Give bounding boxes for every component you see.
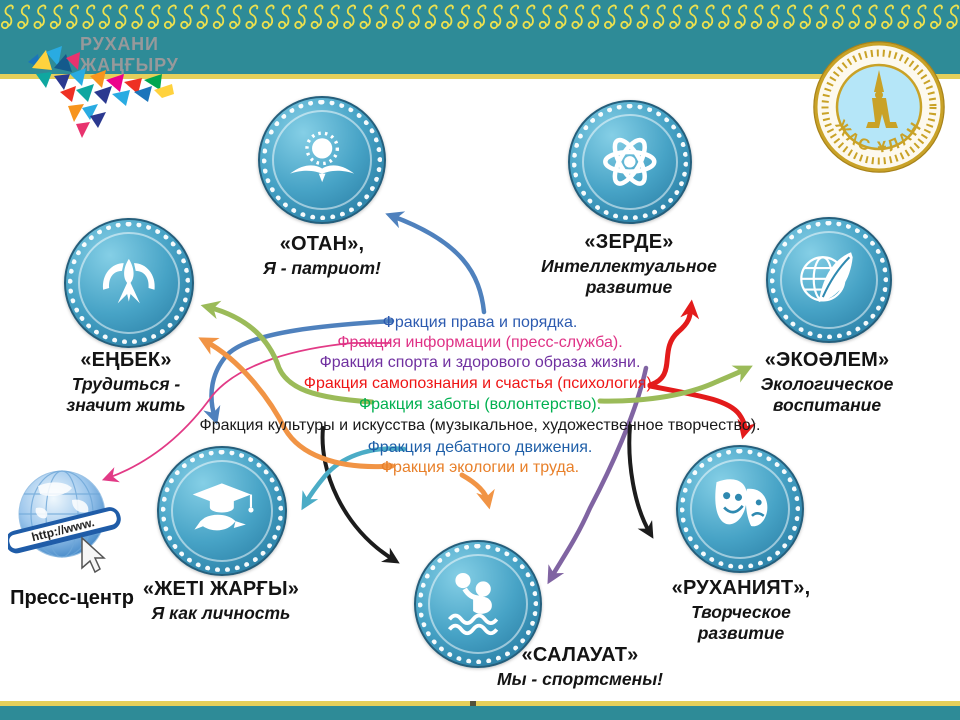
club-motto: Я - патриот! (263, 258, 381, 278)
club-name: «ОТАН», (279, 233, 365, 255)
brand-logo: РУХАНИ ЖАҢҒЫРУ (80, 34, 179, 75)
fraction-sport: Фракция спорта и здорового образа жизни. (319, 354, 641, 371)
brand-line2: ЖАҢҒЫРУ (80, 54, 179, 75)
club-name: «ЗЕРДЕ» (584, 231, 674, 253)
club-motto: Экологическое воспитание (760, 374, 894, 415)
fraction-culture-art: Фракция культуры и искусства (музыкально… (199, 417, 761, 434)
ekoalem-label: «ЭКОӘЛЕМ» Экологическое воспитание (731, 349, 923, 415)
gold-divider-top (0, 74, 960, 79)
club-name: «ЭКОӘЛЕМ» (764, 349, 890, 371)
hands-dove-icon (103, 259, 155, 304)
footer-notch (470, 701, 476, 706)
fraction-ecology-labor: Фракция экологии и труда. (380, 459, 580, 476)
arrow-ecology-down (459, 472, 495, 510)
footer-band (0, 706, 960, 720)
zerde-label: «ЗЕРДЕ» Интеллектуальное развитие (527, 231, 731, 297)
otan-emblem (258, 96, 386, 224)
ekoalem-emblem (766, 217, 892, 343)
otan-label: «ОТАН», Я - патриот! (230, 233, 414, 279)
zheti-zhargy-label: «ЖЕТІ ЖАРҒЫ» Я как личность (109, 578, 333, 624)
press-center-globe-icon: http://www. (8, 470, 121, 574)
ruhaniyat-label: «РУХАНИЯТ», Творческое развитие (651, 577, 831, 643)
water-polo-icon (447, 572, 499, 635)
salauat-label: «САЛАУАТ» Мы - спортсмены! (487, 644, 673, 690)
club-motto: Я как личность (151, 603, 291, 623)
club-name: «РУХАНИЯТ», (671, 577, 811, 599)
enbek-emblem (64, 218, 194, 348)
mosaic-bird-icon (28, 46, 174, 138)
fraction-law-order: Фракция права и порядка. (382, 314, 578, 331)
fraction-information: Фракция информации (пресс-служба). (337, 334, 623, 351)
graduate-dove-icon (192, 483, 254, 531)
jas-ulan-emblem: ЖАС ҰЛАН (813, 41, 945, 173)
cursor-icon (81, 536, 106, 574)
club-motto: Мы - спортсмены! (497, 669, 663, 689)
brand-line1: РУХАНИ (80, 34, 159, 54)
golden-warrior-icon (866, 70, 898, 128)
ruhaniyat-emblem (676, 445, 804, 573)
fraction-volunteering: Фракция заботы (волонтерство). (358, 396, 602, 413)
club-motto: Интеллектуальное развитие (541, 256, 717, 297)
zerde-emblem (568, 100, 692, 224)
press-center-label: Пресс-центр (10, 587, 134, 609)
theater-masks-icon (715, 479, 768, 527)
atom-icon (603, 137, 657, 186)
kazakh-ornament-border (0, 4, 960, 30)
gold-divider-bottom (0, 701, 960, 706)
club-name: «САЛАУАТ» (521, 644, 639, 666)
fraction-psychology: Фракция самопознания и счастья (психолог… (303, 375, 657, 392)
club-motto: Творческое развитие (691, 602, 791, 643)
salauat-emblem (414, 540, 542, 668)
sun-eagle-icon (289, 131, 355, 182)
fraction-debate: Фракция дебатного движения. (367, 439, 593, 456)
leaf-globe-icon (799, 251, 853, 302)
club-name: «ЖЕТІ ЖАРҒЫ» (142, 578, 300, 600)
